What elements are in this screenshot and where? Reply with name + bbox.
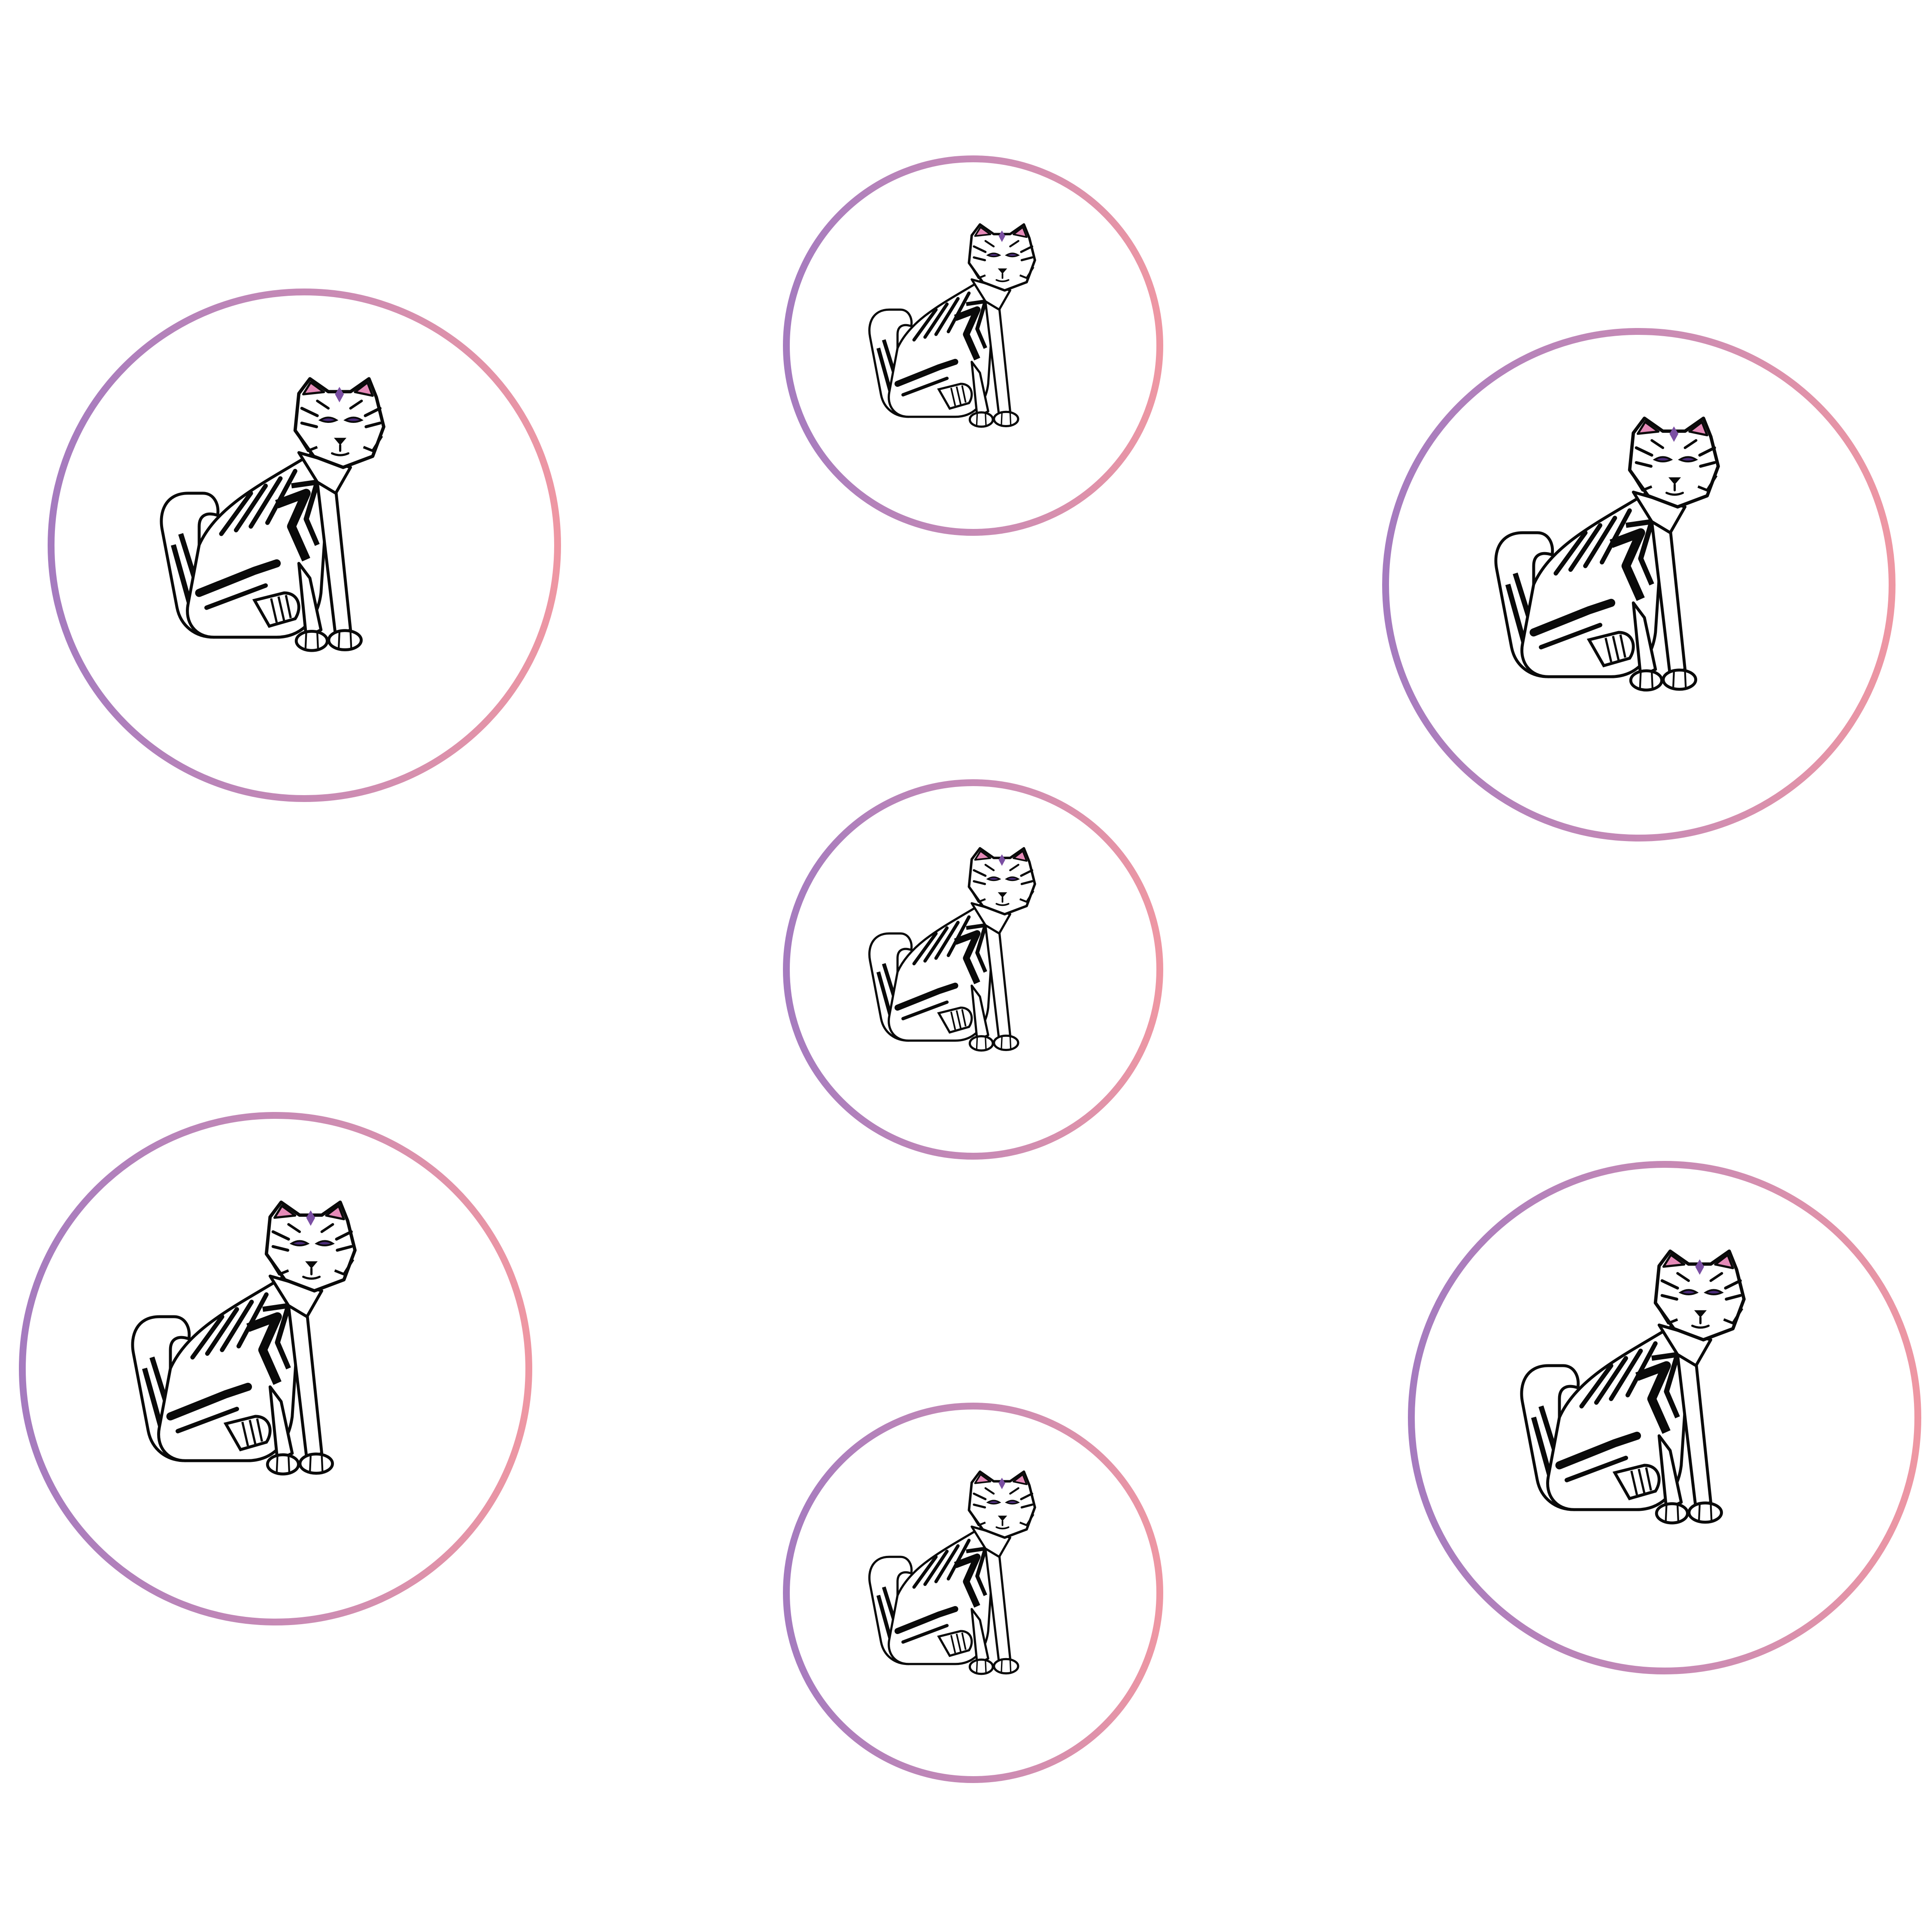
sticker-large-top-right [1382,328,1896,841]
sticker-large-top-left [48,289,561,802]
sticker-large-bottom-left [19,1112,532,1625]
sticker-small-middle-center [783,779,1163,1160]
sticker-small-top-center [783,155,1163,536]
sticker-small-bottom-center [783,1403,1163,1783]
sticker-large-bottom-right [1408,1161,1921,1674]
